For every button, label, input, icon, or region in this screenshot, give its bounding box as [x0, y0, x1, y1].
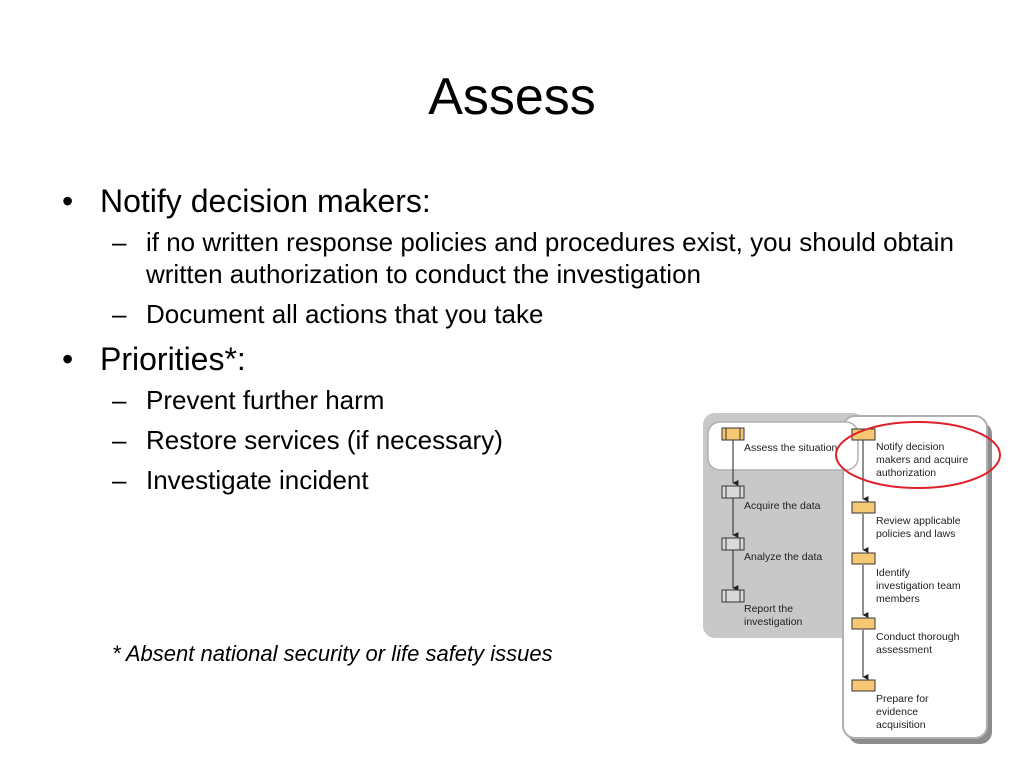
sub-bullet-text: Document all actions that you take	[146, 299, 544, 329]
bullet-dot: •	[62, 341, 74, 377]
left-step-label: Acquire the data	[744, 500, 821, 512]
bullet-notify: • Notify decision makers:	[62, 180, 962, 222]
left-step-box	[721, 485, 745, 499]
left-step-box	[721, 589, 745, 603]
sub-bullet-text: if no written response policies and proc…	[146, 227, 954, 289]
process-diagram: Assess the situation Acquire the data An…	[703, 413, 1001, 744]
dash-marker: –	[112, 299, 127, 329]
sub-bullet: –if no written response policies and pro…	[62, 226, 962, 290]
right-step-box	[851, 617, 876, 630]
bullet-text: Priorities*:	[100, 341, 246, 377]
right-panel	[842, 415, 988, 739]
sub-bullet: –Restore services (if necessary)	[62, 424, 962, 456]
slide-body: •Notify decision makers: –if no written …	[62, 180, 962, 496]
sub-bullet-text: Investigate incident	[146, 465, 369, 495]
bullet-priorities: • Priorities*:	[62, 338, 962, 380]
bullet-dot: •	[62, 183, 74, 219]
right-step-box	[851, 552, 876, 565]
dash-marker: –	[112, 465, 127, 495]
left-step-label: Assess the situation	[744, 442, 838, 454]
dash-marker: –	[112, 385, 127, 415]
dash-marker: –	[112, 227, 127, 257]
left-step-box	[721, 537, 745, 551]
sub-bullet: –Investigate incident	[62, 464, 962, 496]
bullet-text: Notify decision makers:	[100, 183, 431, 219]
highlight-band	[707, 421, 859, 471]
right-step-box	[851, 679, 876, 692]
sub-bullet-text: Restore services (if necessary)	[146, 425, 503, 455]
left-step-label: Analyze the data	[744, 551, 822, 563]
dash-marker: –	[112, 425, 127, 455]
sub-bullet: –Document all actions that you take	[62, 298, 962, 330]
right-step-box	[851, 501, 876, 514]
callout-ellipse	[835, 421, 1001, 489]
slide-title: Assess	[428, 68, 596, 126]
left-step-box	[721, 427, 745, 441]
footnote: * Absent national security or life safet…	[112, 641, 553, 666]
sub-bullet-text: Prevent further harm	[146, 385, 385, 415]
sub-bullet: –Prevent further harm	[62, 384, 962, 416]
